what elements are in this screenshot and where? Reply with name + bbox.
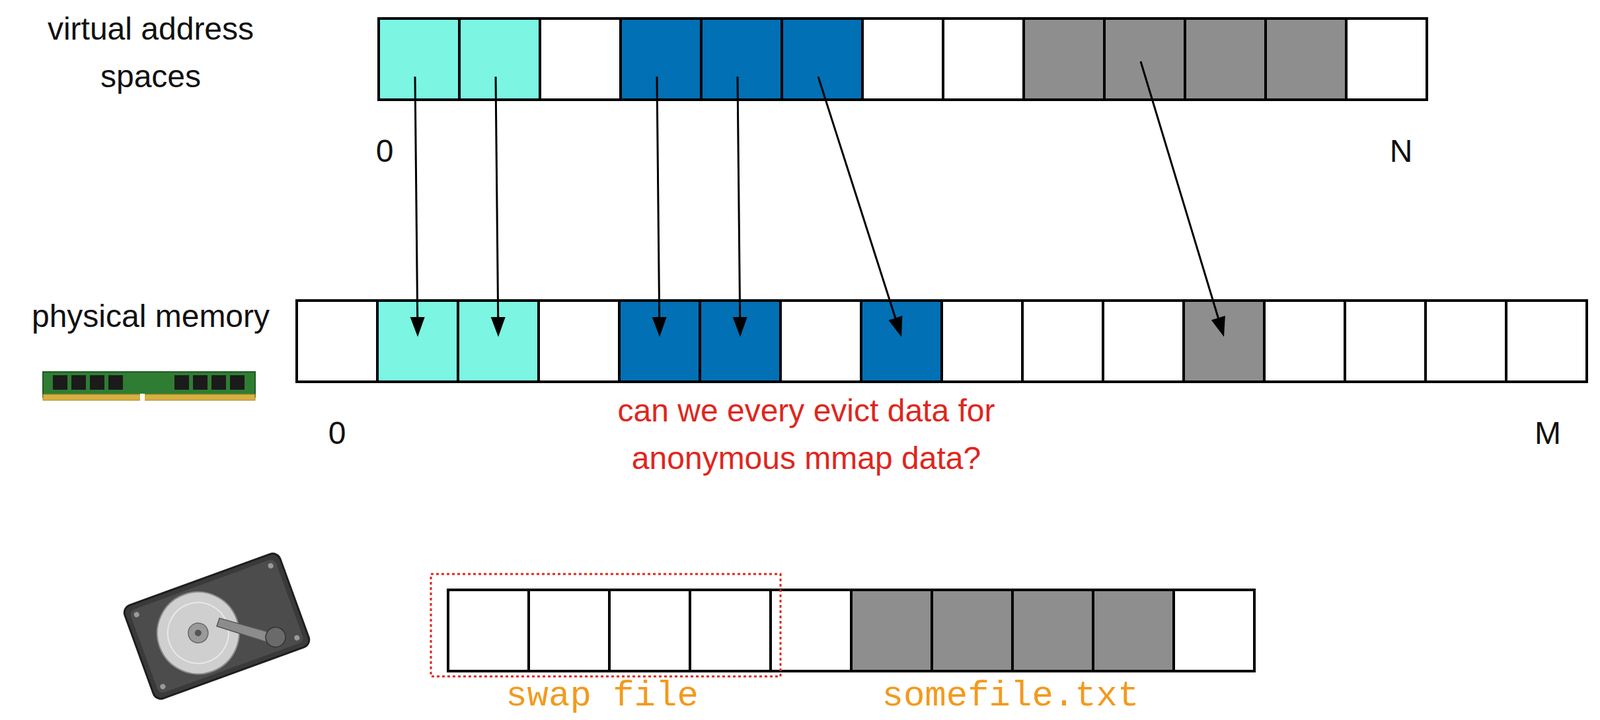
ram-stick-illustration <box>42 372 256 402</box>
mapping-arrow <box>818 76 903 338</box>
arrow-head <box>888 315 903 338</box>
virtual-page-cell <box>459 18 540 100</box>
physical-frame-cell <box>1506 300 1587 382</box>
cell-row <box>378 18 1427 100</box>
question-note: can we every evict data for anonymous mm… <box>568 387 1045 483</box>
mapping-arrow <box>491 76 506 338</box>
mapping-arrows <box>410 61 1226 338</box>
address-bound: M <box>1534 414 1562 453</box>
row-heading: virtual address spaces <box>18 5 283 101</box>
ram-board <box>42 372 256 398</box>
physical-frame-cell <box>1264 300 1345 382</box>
arrow-shaft <box>656 76 660 318</box>
hdd-spindle-center <box>193 629 203 638</box>
virtual-page-cell <box>943 18 1024 100</box>
physical-frame-cell <box>1022 300 1104 382</box>
virtual-page-cell <box>1265 18 1347 100</box>
file-label: swap file <box>505 678 699 715</box>
virtual-page-cell <box>1184 18 1266 100</box>
physical-frame-cell <box>780 300 862 382</box>
mapping-arrow <box>410 76 425 338</box>
ram-chip <box>211 375 227 390</box>
physical-frame-cell <box>1425 300 1507 382</box>
hard-drive-illustration <box>122 551 312 702</box>
physical-frame-cell <box>1183 300 1265 382</box>
hdd-screw <box>159 683 166 690</box>
physical-frame-cell <box>1344 300 1426 382</box>
file-label: somefile.txt <box>882 678 1140 715</box>
hdd-inner <box>128 558 305 695</box>
address-bound: 0 <box>328 414 347 453</box>
address-bound: 0 <box>376 132 394 171</box>
disk-block-cell <box>528 590 610 672</box>
arrow-head <box>1211 315 1226 338</box>
hdd-platter <box>145 580 251 686</box>
virtual-page-cell <box>862 18 944 100</box>
mapping-arrow <box>732 76 748 338</box>
disk-block-cell <box>1012 590 1094 672</box>
mapping-arrow <box>1140 61 1226 338</box>
disk-block-cell <box>609 590 690 672</box>
hdd-spindle <box>185 620 211 646</box>
arrow-head <box>652 317 667 338</box>
hdd-screw <box>293 634 301 642</box>
disk-block-cell <box>770 590 852 672</box>
arrow-head <box>732 317 748 338</box>
hdd-screw <box>267 562 275 570</box>
virtual-page-cell <box>1346 18 1427 100</box>
virtual-page-cell <box>539 18 621 100</box>
hdd-body <box>122 551 312 702</box>
physical-frame-cell <box>861 300 942 382</box>
ram-notch <box>140 393 145 402</box>
disk-block-cell <box>689 590 771 672</box>
virtual-page-cell <box>1104 18 1185 100</box>
cell-row <box>448 590 1255 672</box>
ram-contacts <box>42 394 256 401</box>
virtual-page-cell <box>378 18 460 100</box>
virtual-page-cell <box>701 18 782 100</box>
arrow-shaft <box>818 76 896 318</box>
cell-row <box>296 300 1587 382</box>
arrow-head <box>491 317 506 338</box>
disk-block-cell <box>1093 590 1174 672</box>
ram-chip <box>108 375 123 390</box>
virtual-page-cell <box>1023 18 1105 100</box>
physical-frame-cell <box>941 300 1023 382</box>
arrow-head <box>410 317 425 338</box>
physical-frame-cell <box>1103 300 1184 382</box>
physical-frame-cell <box>538 300 620 382</box>
physical-frame-cell <box>296 300 378 382</box>
ram-chip <box>71 375 86 390</box>
disk-block-cell <box>1173 590 1255 672</box>
ram-chip <box>89 375 105 390</box>
ram-chip <box>229 375 245 390</box>
swap-region-outline <box>430 574 781 677</box>
ram-chip <box>52 375 68 390</box>
ram-chip <box>192 375 208 390</box>
arrow-shaft <box>1140 61 1219 318</box>
arrow-shaft <box>415 76 418 318</box>
address-bound: N <box>1389 132 1413 171</box>
disk-block-cell <box>931 590 1013 672</box>
hdd-platter-ring <box>159 594 238 673</box>
ram-chip <box>174 375 190 390</box>
arrow-shaft <box>495 76 499 318</box>
disk-block-cell <box>851 590 932 672</box>
arrow-shaft <box>737 76 741 318</box>
disk-block-cell <box>448 590 529 672</box>
mapping-arrow <box>652 76 667 338</box>
hdd-actuator <box>263 624 289 650</box>
virtual-page-cell <box>620 18 702 100</box>
hdd-screw <box>133 611 141 618</box>
row-heading: physical memory <box>31 297 270 336</box>
